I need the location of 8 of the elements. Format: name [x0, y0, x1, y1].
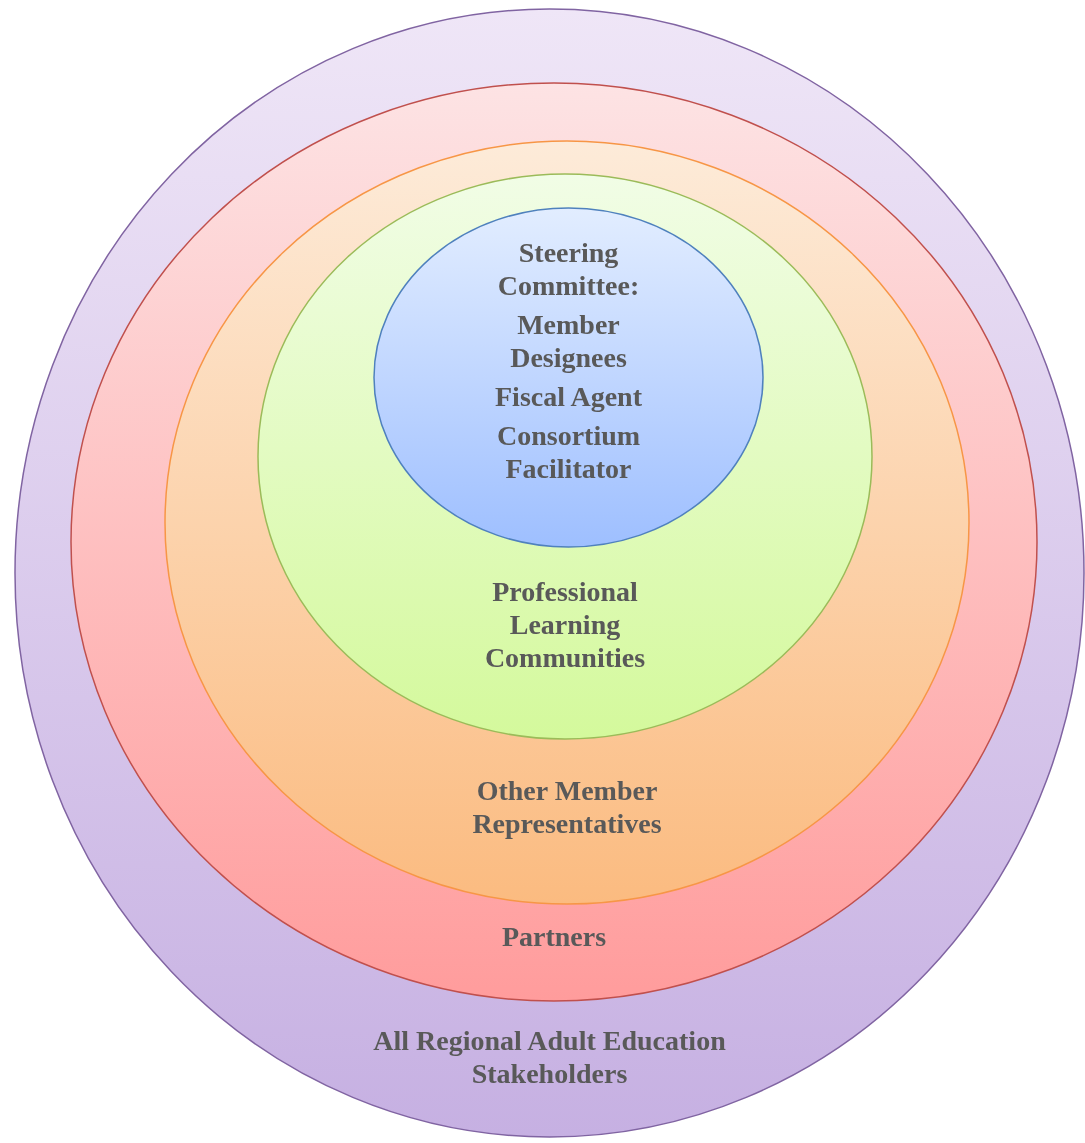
ring-label: Consortium Facilitator: [495, 419, 642, 485]
ring-label: Fiscal Agent: [495, 380, 642, 413]
ring-label: Other Member Representatives: [471, 774, 663, 840]
ring-label: Member Designees: [509, 308, 628, 374]
ring-label: All Regional Adult Education Stakeholders: [372, 1024, 727, 1090]
ring-label: Professional Learning Communities: [483, 575, 647, 674]
ring-label: Partners: [501, 920, 607, 953]
ring-label: Steering Committee:: [496, 236, 641, 302]
